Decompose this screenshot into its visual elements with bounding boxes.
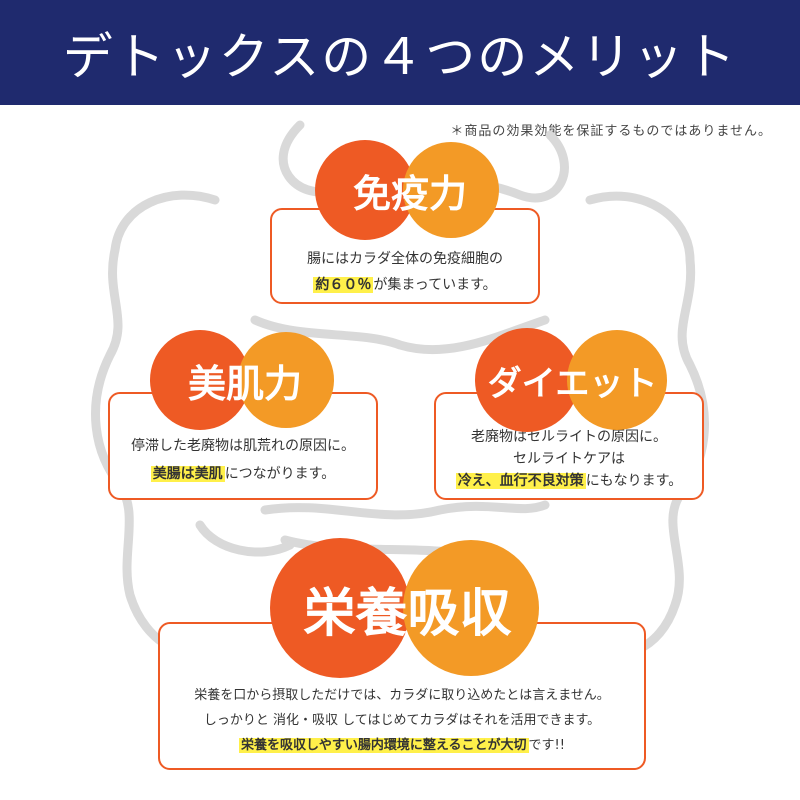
diet-line1: 老廃物はセルライトの原因に。 xyxy=(471,429,667,445)
nutrition-badge: 栄養吸収 xyxy=(270,538,545,678)
immunity-highlight: 約６０％ xyxy=(313,277,374,293)
immunity-card: 腸にはカラダ全体の免疫細胞の 約６０％が集まっています。 xyxy=(270,208,540,304)
nutrition-line3-rest: です!! xyxy=(528,737,565,753)
diet-title: ダイエット xyxy=(487,363,658,404)
nutrition-highlight: 栄養を吸収しやすい腸内環境に整えることが大切 xyxy=(239,737,529,753)
immunity-line2: 約６０％が集まっています。 xyxy=(313,274,497,294)
beauty-badge: 美肌力 xyxy=(150,330,340,430)
header-banner: デトックスの４つのメリット xyxy=(0,0,800,105)
diet-card: 老廃物はセルライトの原因に。 セルライトケアは 冷え、血行不良対策にもなります。 xyxy=(434,392,704,500)
nutrition-line3: 栄養を吸収しやすい腸内環境に整えることが大切です!! xyxy=(239,734,565,753)
diet-line2: セルライトケアは xyxy=(513,451,625,467)
beauty-highlight: 美腸は美肌 xyxy=(150,466,225,482)
diet-badge: ダイエット xyxy=(475,328,670,432)
nutrition-line2: しっかりと 消化・吸収 してはじめてカラダはそれを活用できます。 xyxy=(203,712,601,728)
immunity-line1: 腸にはカラダ全体の免疫細胞の xyxy=(307,251,503,267)
beauty-line2-rest: につながります。 xyxy=(224,466,336,482)
nutrition-card: 栄養を口から摂取しただけでは、カラダに取り込めたとは言えません。 しっかりと 消… xyxy=(158,622,646,770)
beauty-line1: 停滞した老廃物は肌荒れの原因に。 xyxy=(131,438,355,454)
immunity-title: 免疫力 xyxy=(352,171,467,216)
beauty-line2: 美腸は美肌につながります。 xyxy=(150,463,336,483)
page-title: デトックスの４つのメリット xyxy=(62,27,738,86)
immunity-badge: 免疫力 xyxy=(315,140,505,240)
disclaimer-text: ＊商品の効果効能を保証するものではありません。 xyxy=(450,124,772,139)
diet-highlight: 冷え、血行不良対策 xyxy=(455,473,586,489)
immunity-line2-rest: が集まっています。 xyxy=(373,277,497,293)
beauty-title: 美肌力 xyxy=(187,361,302,406)
nutrition-title: 栄養吸収 xyxy=(303,583,512,644)
nutrition-line1: 栄養を口から摂取しただけでは、カラダに取り込めたとは言えません。 xyxy=(194,687,610,703)
diet-line3: 冷え、血行不良対策にもなります。 xyxy=(455,470,683,490)
diet-line3-rest: にもなります。 xyxy=(585,473,683,489)
